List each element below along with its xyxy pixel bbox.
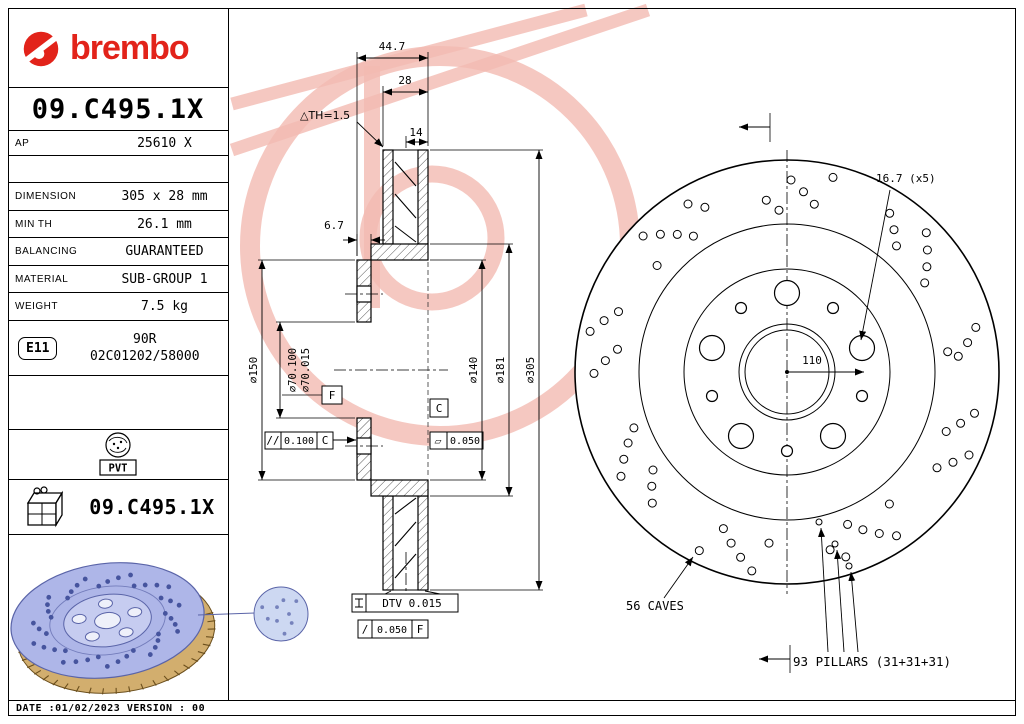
svg-text:DTV 0.015: DTV 0.015 xyxy=(382,597,442,610)
datum-c-box: C xyxy=(436,402,443,415)
spec-value: 305 x 28 mm xyxy=(121,189,208,204)
spec-label: BALANCING xyxy=(15,246,78,257)
dtv-frame: DTV 0.015 xyxy=(351,590,459,613)
homologation-numbers: 90R 02C01202/58000 xyxy=(61,331,228,365)
svg-text:▱: ▱ xyxy=(435,437,442,447)
pvt-stamp-icon: PVT xyxy=(99,431,137,476)
spec-value: 26.1 mm xyxy=(137,216,192,232)
dia-ring-inner: ⌀181 xyxy=(494,357,507,384)
svg-text:0.050: 0.050 xyxy=(377,625,407,636)
footer-bar: DATE :01/02/2023 VERSION : 00 xyxy=(8,700,1016,716)
pvt-label: PVT xyxy=(109,462,128,474)
spec-row-weight: WEIGHT 7.5 kg xyxy=(8,293,228,321)
spec-label: MATERIAL xyxy=(15,273,69,285)
dia-bore-max: ⌀70.100 xyxy=(287,348,299,392)
svg-text:/: / xyxy=(362,623,369,636)
parallelism-frame: // 0.100 C xyxy=(264,431,356,450)
brembo-logo-icon xyxy=(19,30,63,67)
part-number: 09.C495.1X xyxy=(31,93,205,125)
section-direction-arrows xyxy=(739,113,791,673)
spec-panel: brembo 09.C495.1X AP 25610 X DIMENSION 3… xyxy=(8,8,229,700)
spec-row-balancing: BALANCING GUARANTEED xyxy=(8,238,228,266)
boxed-part-row: 09.C495.1X xyxy=(8,480,228,535)
product-photo xyxy=(10,562,309,695)
brand-logo: brembo xyxy=(8,8,228,88)
homologation-line1: 90R xyxy=(133,332,157,347)
dia-outer: ⌀305 xyxy=(524,357,537,384)
spec-row-empty xyxy=(8,156,228,183)
dim-min-th-delta: △TH=1.5 xyxy=(300,109,350,122)
dim-flange-thickness: 6.7 xyxy=(324,219,344,232)
part-number-header: 09.C495.1X xyxy=(8,88,228,131)
photo-area xyxy=(8,535,228,700)
dia-hat: ⌀150 xyxy=(247,357,260,384)
pillars-label: 93 PILLARS (31+31+31) xyxy=(793,654,951,669)
spec-row-min-th: MIN TH 26.1 mm xyxy=(8,211,228,238)
dim-overall-width: 44.7 xyxy=(379,40,406,53)
spec-row-empty xyxy=(8,376,228,430)
spec-row-dimension: DIMENSION 305 x 28 mm xyxy=(8,183,228,211)
spec-value: 7.5 kg xyxy=(141,299,188,314)
datum-f-box: F xyxy=(329,389,336,402)
spec-label: WEIGHT xyxy=(15,301,58,312)
svg-text:C: C xyxy=(322,434,329,447)
spec-value: 25610 X xyxy=(137,135,192,151)
spec-label: AP xyxy=(15,137,30,149)
dim-hat-depth: 14 xyxy=(409,126,423,139)
pvt-row: PVT xyxy=(8,430,228,480)
photo-drill-dots xyxy=(31,572,182,669)
drilled-caves xyxy=(585,172,981,576)
brand-wordmark: brembo xyxy=(70,28,190,67)
dia-inner-hat: ⌀140 xyxy=(467,357,480,384)
section-view: 44.7 28 14 △TH=1.5 6.7 ⌀150 ⌀70.100 ⌀70. xyxy=(247,40,543,639)
bolt-hole-dim: 16.7 (x5) xyxy=(876,172,936,185)
boxed-part-number: 09.C495.1X xyxy=(89,495,215,519)
homologation-row: E11 90R 02C01202/58000 xyxy=(8,321,228,376)
spec-row-ap: AP 25610 X xyxy=(8,131,228,156)
spec-label: DIMENSION xyxy=(15,191,77,202)
package-box-icon xyxy=(26,486,64,528)
bolt-holes xyxy=(698,279,876,450)
e11-badge: E11 xyxy=(18,336,58,360)
detail-balloon xyxy=(253,586,309,642)
homologation-line2: 02C01202/58000 xyxy=(89,349,200,364)
spec-value: GUARANTEED xyxy=(125,244,204,259)
dia-bore-min: ⌀70.015 xyxy=(300,348,312,392)
balloon-dots xyxy=(260,598,299,636)
runout-frame: / 0.050 F xyxy=(357,619,429,639)
svg-text:0.050: 0.050 xyxy=(450,436,480,447)
caves-label: 56 CAVES xyxy=(626,599,684,613)
spec-label: MIN TH xyxy=(15,218,53,230)
svg-text:0.100: 0.100 xyxy=(284,436,314,447)
dim-thickness: 28 xyxy=(398,74,411,87)
flatness-frame: ▱ 0.050 xyxy=(429,431,484,450)
spec-row-material: MATERIAL SUB-GROUP 1 xyxy=(8,266,228,293)
locating-holes xyxy=(705,301,869,458)
svg-text://: // xyxy=(266,434,279,447)
dtv-symbol-icon xyxy=(355,598,363,608)
footer-text: DATE :01/02/2023 VERSION : 00 xyxy=(16,703,206,714)
svg-text:F: F xyxy=(417,623,424,636)
front-view: 110 16.7 (x5) 56 CAVES 93 PILLARS (31+31… xyxy=(574,113,1000,673)
bolt-circle-dim: 110 xyxy=(802,354,822,367)
spec-value: SUB-GROUP 1 xyxy=(121,271,208,287)
